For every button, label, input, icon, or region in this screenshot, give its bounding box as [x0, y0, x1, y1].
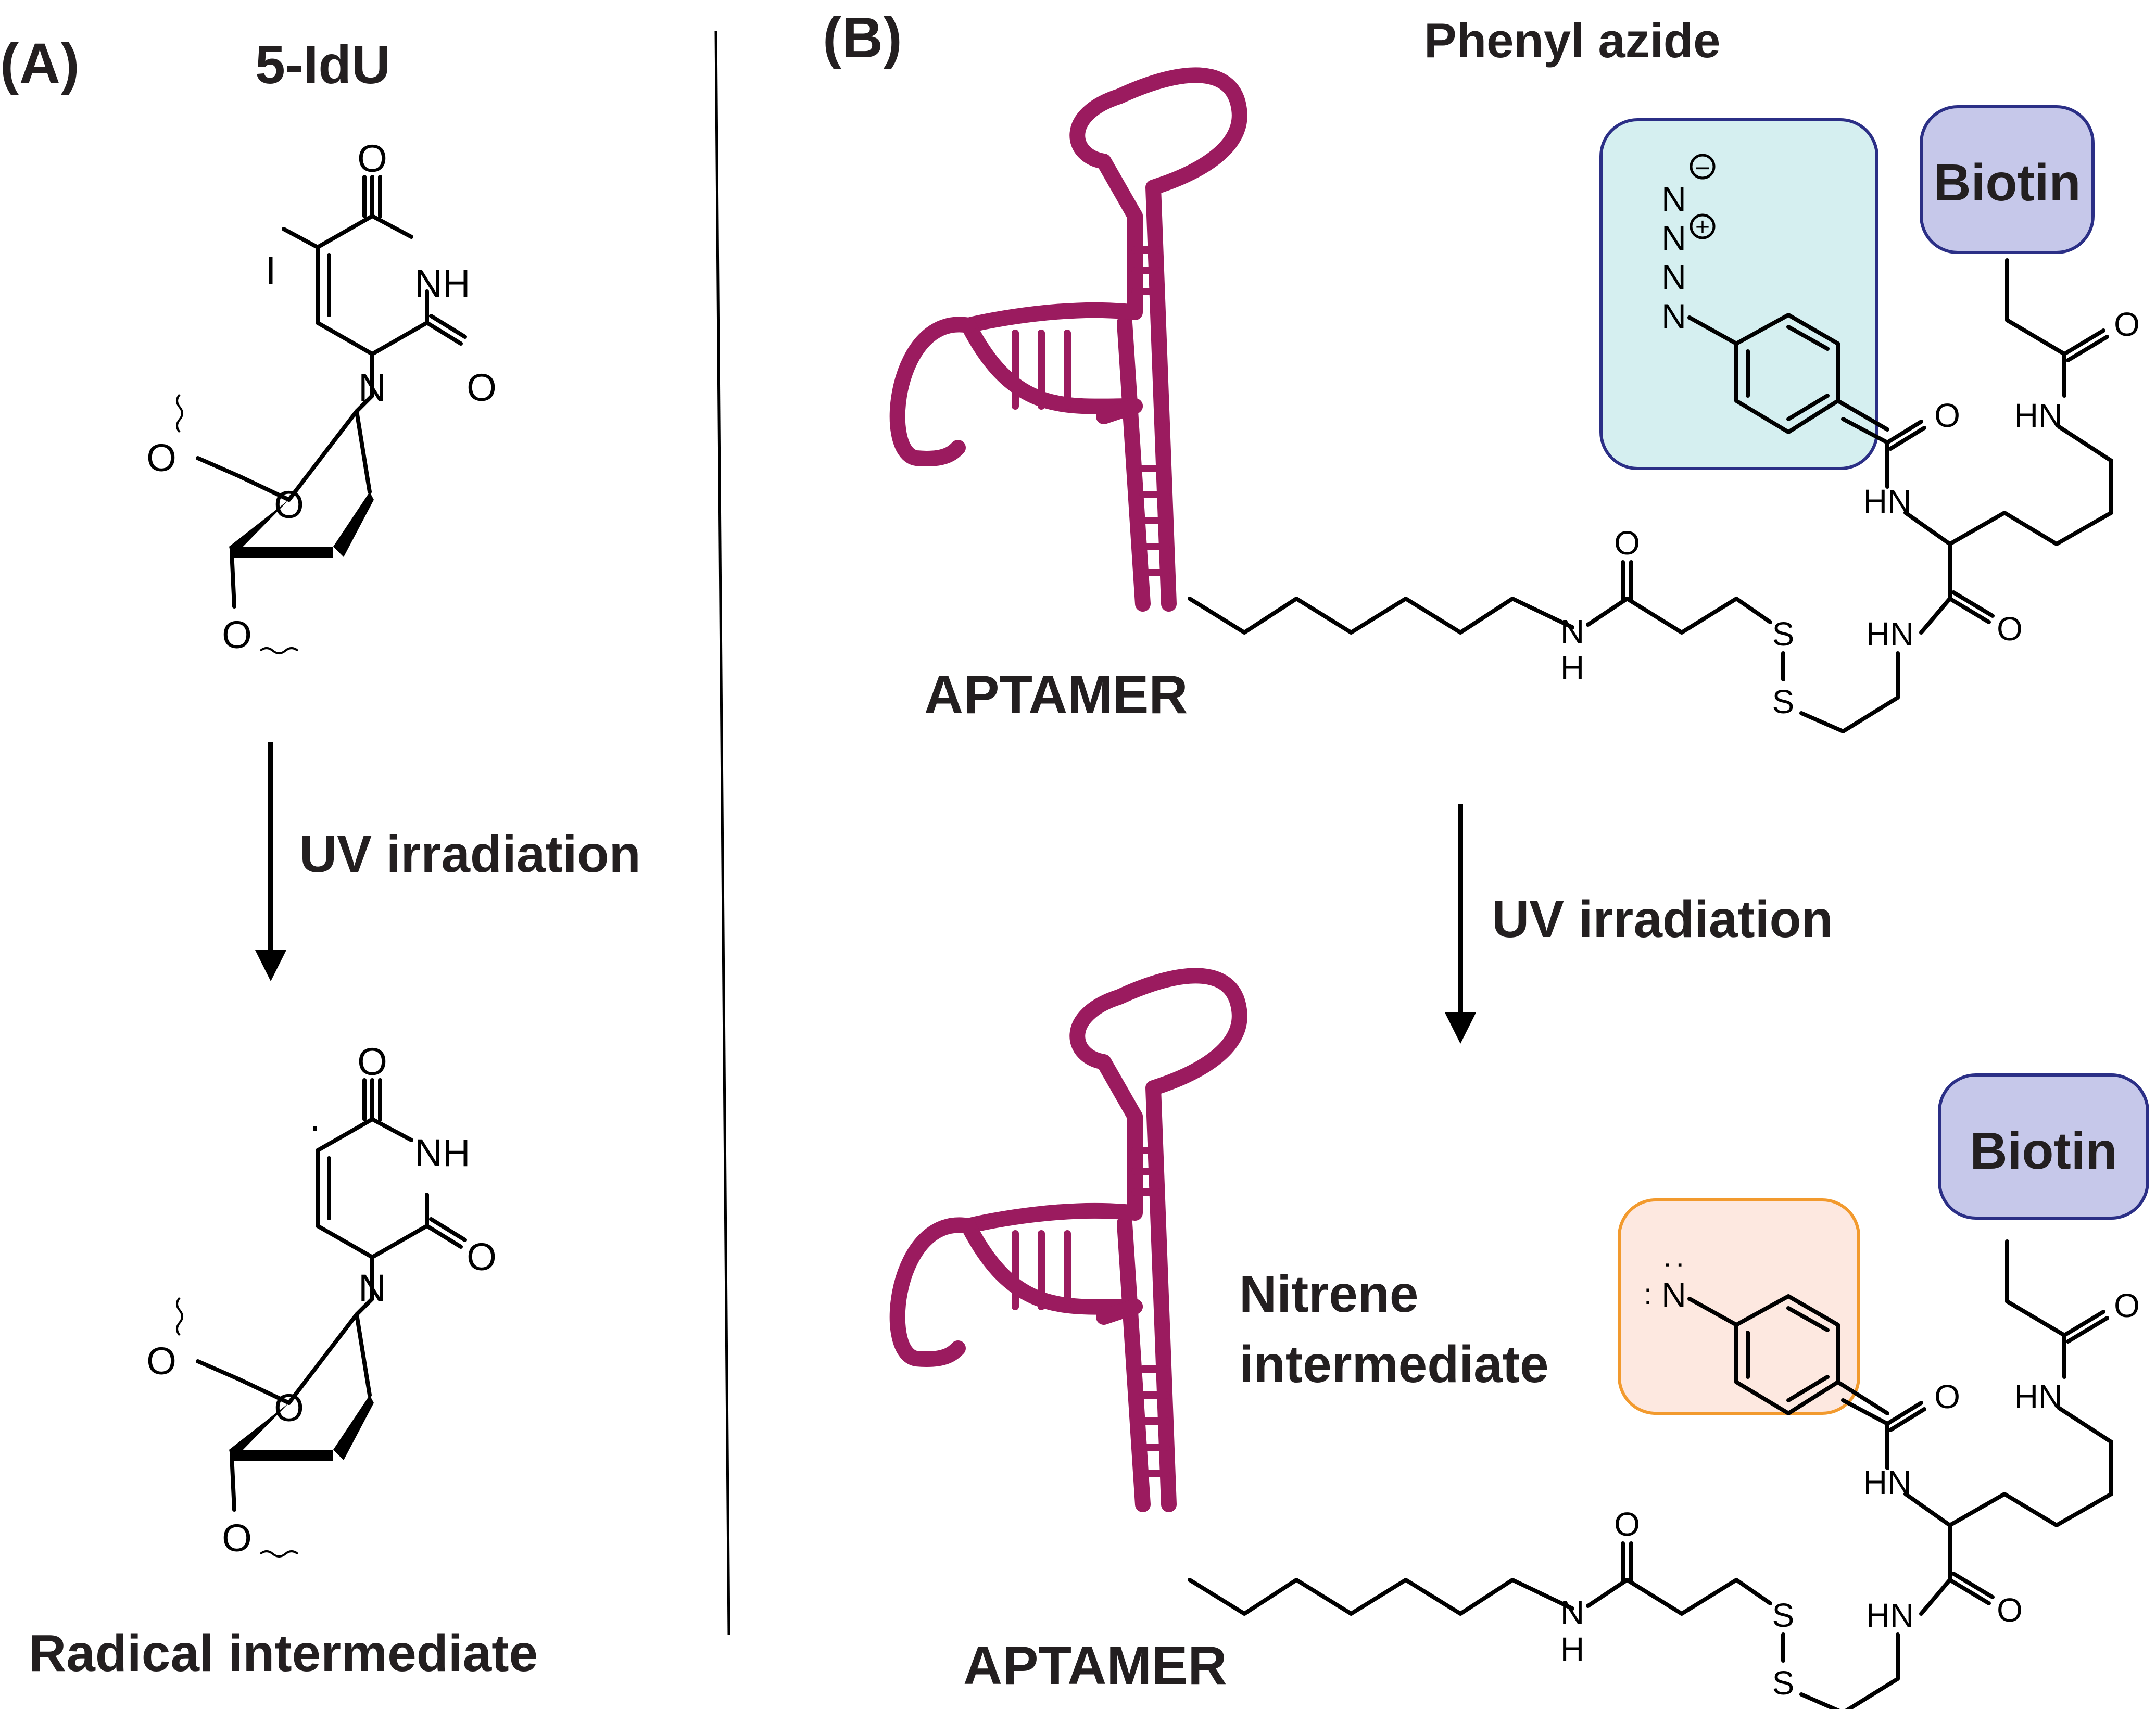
panel-b-label: (B)	[823, 6, 902, 70]
svg-text:N: N	[1661, 258, 1686, 296]
azide-group: N N N N − +	[1661, 154, 1889, 434]
panel-a-arrow-label: UV irradiation	[299, 825, 641, 883]
idu-o-3prime: O	[222, 613, 252, 656]
rad-dot: ·	[308, 1103, 322, 1149]
svg-text:N: N	[1661, 1275, 1686, 1314]
panel-divider	[714, 31, 730, 1635]
idu-nh: NH	[415, 262, 471, 305]
aptamer-bottom	[889, 968, 1247, 1512]
idu-o-right: O	[466, 366, 497, 409]
rad-nh: NH	[415, 1131, 471, 1174]
svg-text:N: N	[1661, 297, 1686, 335]
idu-n: N	[358, 366, 386, 409]
panel-b-title: Phenyl azide	[1424, 13, 1720, 68]
nitrene-label-line2: intermediate	[1239, 1335, 1549, 1394]
radical-structure: O NH O N · O O O	[146, 1040, 497, 1560]
rad-o-right: O	[466, 1235, 497, 1278]
idu-structure: O NH O N I O O O	[146, 137, 497, 656]
biotin-top-label: Biotin	[1933, 154, 2081, 212]
biotin-box-top	[1920, 105, 2095, 254]
svg-text:N: N	[1661, 180, 1686, 218]
idu-o-ring: O	[274, 483, 304, 526]
nitrene-group: N : :	[1644, 1261, 1889, 1415]
idu-o-top: O	[357, 137, 387, 180]
aptamer-top-label: APTAMER	[924, 665, 1188, 725]
biotin-box-bottom	[1938, 1073, 2149, 1220]
panel-a-product-label: Radical intermediate	[29, 1624, 538, 1682]
panel-a-label: (A)	[0, 32, 80, 96]
panel-a-compound-title: 5-IdU	[255, 35, 390, 95]
svg-text::: :	[1660, 1261, 1693, 1269]
biotin-bottom-label: Biotin	[1970, 1122, 2117, 1180]
azide-box	[1599, 118, 1878, 470]
rad-o-top: O	[357, 1040, 387, 1083]
idu-i: I	[266, 249, 276, 292]
rad-o-5prime: O	[146, 1339, 176, 1383]
idu-o-5prime: O	[146, 436, 176, 479]
svg-text::: :	[1644, 1277, 1652, 1310]
rad-o-ring: O	[274, 1386, 304, 1429]
rad-n: N	[358, 1267, 386, 1310]
panel-b-arrow-label: UV irradiation	[1492, 890, 1833, 948]
svg-text:+: +	[1695, 213, 1710, 241]
nitrene-label-line1: Nitrene	[1239, 1265, 1419, 1323]
svg-text:−: −	[1695, 154, 1710, 183]
nitrene-box	[1618, 1198, 1860, 1415]
svg-text:N: N	[1661, 219, 1686, 257]
rad-o-3prime: O	[222, 1516, 252, 1560]
aptamer-top	[889, 67, 1247, 612]
aptamer-bottom-label: APTAMER	[963, 1636, 1227, 1696]
